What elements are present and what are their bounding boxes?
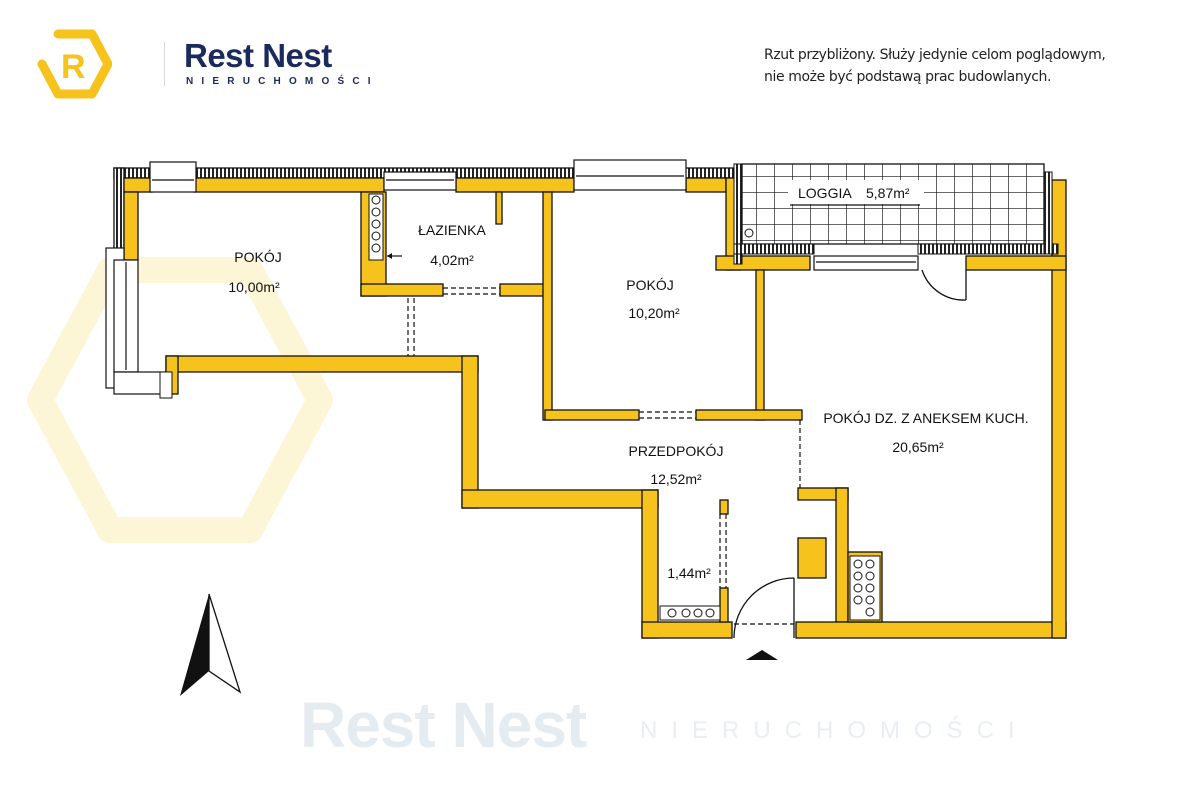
watermark-subtitle: NIERUCHOMOŚCI: [640, 717, 1029, 744]
room-area-lazienka: 4,02m²: [430, 252, 474, 268]
door-openings: [407, 287, 801, 625]
room-area-pokoj-2: 10,20m²: [628, 305, 680, 321]
duct-symbols: [371, 195, 875, 618]
room-area-przedpokoj: 12,52m²: [650, 471, 702, 487]
room-area-loggia: 5,87m²: [866, 185, 910, 201]
room-area-pokoj-1: 10,00m²: [228, 279, 280, 295]
brand-name: Rest Nest: [184, 37, 332, 74]
room-name-pokoj-1: POKÓJ: [234, 249, 281, 265]
logo-letter: R: [61, 48, 86, 86]
room-name-lazienka: ŁAZIENKA: [418, 222, 486, 238]
logo: R Rest Nest NIERUCHOMOŚCI: [36, 28, 371, 100]
room-name-pokoj-2: POKÓJ: [626, 277, 673, 293]
entrance-arrow-icon: [746, 650, 778, 660]
door-swings: [733, 269, 967, 639]
room-name-loggia: LOGGIA: [798, 185, 852, 201]
brand-subtitle: NIERUCHOMOŚCI: [186, 76, 379, 87]
disclaimer: Rzut przybliżony. Służy jedynie celom po…: [764, 44, 1184, 88]
room-name-living-kitchen: POKÓJ DZ. Z ANEKSEM KUCH.: [823, 410, 1028, 426]
disclaimer-line-2: nie może być podstawą prac budowlanych.: [764, 69, 1052, 85]
ventilation-arrow-icon: [387, 253, 402, 259]
room-area-wc: 1,44m²: [667, 565, 711, 581]
room-area-living-kitchen: 20,65m²: [892, 439, 944, 455]
disclaimer-line-1: Rzut przybliżony. Służy jedynie celom po…: [764, 47, 1106, 63]
north-arrow-icon: [180, 593, 242, 696]
loggia: [733, 163, 1059, 265]
logo-divider: [164, 42, 165, 86]
room-name-przedpokoj: PRZEDPOKÓJ: [629, 443, 724, 459]
windows: [105, 159, 919, 395]
logo-hexagon-icon: R: [37, 29, 112, 99]
watermark-brand: Rest Nest: [300, 689, 587, 761]
